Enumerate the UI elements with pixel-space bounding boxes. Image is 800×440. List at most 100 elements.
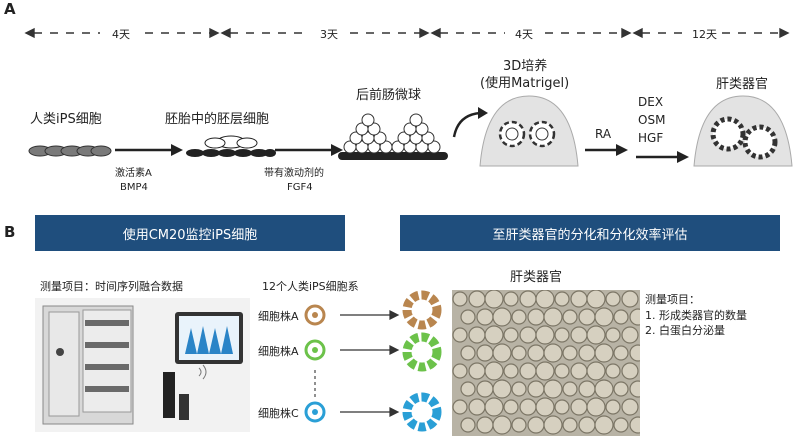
micrograph-cell (468, 290, 486, 308)
embryoid-cell-layer (186, 135, 276, 157)
right-banner: 至肝类器官的分化和分化效率评估 (400, 215, 780, 251)
micrograph-cell (594, 415, 614, 435)
micrograph-cell (484, 397, 504, 417)
micrograph-cell (562, 381, 578, 397)
micrograph-cell (535, 325, 555, 345)
micrograph-cell (452, 291, 468, 307)
micrograph-cell (578, 380, 596, 398)
micrograph-cell (629, 308, 640, 326)
micrograph-cell (562, 417, 578, 433)
timeline-label-2: 3天 (320, 28, 338, 41)
micrograph-cell (519, 290, 537, 308)
micrograph-cell (621, 398, 639, 416)
arrow-4 (636, 151, 689, 163)
arrow-1 (115, 144, 183, 156)
micrograph-cell (503, 327, 519, 343)
micrograph-cell (519, 398, 537, 416)
micrograph-cell (492, 379, 512, 399)
micrograph-cell (586, 361, 606, 381)
micrograph-cell (484, 325, 504, 345)
micrograph-cell (554, 363, 570, 379)
micrograph-cell (605, 291, 621, 307)
cell-line-1-icon (304, 304, 326, 326)
cell-line-2-label: 细胞株A (258, 345, 299, 358)
micrograph-cell (543, 307, 563, 327)
factor-2: OSM (638, 113, 666, 127)
timeline-label-1: 4天 (112, 28, 130, 41)
micrograph-cell (570, 362, 588, 380)
micrograph-cell (586, 290, 606, 309)
arrow-1-line2: BMP4 (120, 182, 148, 193)
micrograph-cell (543, 415, 563, 435)
micrograph-cell (578, 416, 596, 434)
micrograph-cell (476, 416, 494, 434)
micrograph-cell (460, 417, 476, 433)
stage-organoid-label: 肝类器官 (716, 77, 769, 92)
micrograph-cell (519, 362, 537, 380)
micrograph-cell (578, 344, 596, 362)
cell-line-3-icon (304, 401, 326, 423)
micrograph-cell (468, 398, 486, 416)
micrograph-cell (629, 344, 640, 362)
micrograph-cell (629, 380, 640, 398)
cell-lines-title: 12个人类iPS细胞系 (262, 280, 359, 293)
micrograph-cell (468, 326, 486, 344)
timeline-arrowhead-left (24, 27, 35, 39)
organoid-dome (693, 95, 793, 167)
colored-organoids (402, 290, 442, 432)
factor-1: DEX (638, 95, 664, 109)
micrograph-cell (503, 291, 519, 307)
stage-ips-label: 人类iPS细胞 (30, 112, 102, 127)
micrograph-cell (535, 361, 555, 381)
micrograph-cell (476, 308, 494, 326)
micrograph-cell (511, 417, 527, 433)
3d-culture-dome (479, 95, 579, 167)
micrograph-cell (484, 361, 504, 381)
measure-right-title: 测量项目： (645, 293, 700, 306)
micrograph-cell (562, 345, 578, 361)
micrograph-cell (519, 326, 537, 344)
stage-matrigel-label: (使用Matrigel) (480, 76, 570, 91)
curved-arrow (452, 107, 488, 138)
measure-left: 测量项目：时间序列融合数据 (40, 280, 183, 293)
micrograph-cell (452, 327, 468, 343)
arrow-2-line2: FGF4 (287, 182, 313, 193)
timeline-label-3: 4天 (515, 28, 533, 41)
micrograph-cell (527, 308, 545, 326)
micrograph-cell (570, 398, 588, 416)
micrograph-cell (460, 381, 476, 397)
arrow-ra-label: RA (595, 127, 612, 141)
factor-3: HGF (638, 131, 664, 145)
micrograph-cell (594, 343, 614, 363)
micrograph-cell (511, 381, 527, 397)
measure-right-item-1: 1. 形成类器官的数量 (645, 309, 747, 322)
micrograph-cell (468, 362, 486, 380)
micrograph-cell (554, 399, 570, 415)
organoid-title: 肝类器官 (510, 270, 563, 285)
cell-line-icons (304, 304, 400, 423)
measure-right-item-2: 2. 白蛋白分泌量 (645, 324, 725, 337)
micrograph-cell (503, 363, 519, 379)
arrow-1-line1: 激活素A (115, 168, 152, 179)
arrow-2-line1: 带有激动剂的 (264, 168, 324, 179)
micrograph-cell (605, 363, 621, 379)
timeline-label-4: 12天 (692, 28, 717, 41)
micrograph-cell (460, 309, 476, 325)
stage-embryoid-label: 胚胎中的胚层细胞 (165, 112, 270, 127)
micrograph-cell (476, 380, 494, 398)
cell-line-2-icon (304, 339, 326, 361)
micrograph-cell (594, 307, 614, 327)
cell-line-1-label: 细胞株A (258, 310, 299, 323)
micrograph-cell (613, 417, 629, 433)
micrograph-cell (543, 343, 563, 363)
micrograph-cell (562, 309, 578, 325)
micrograph-cell (613, 381, 629, 397)
micrograph-cell (621, 362, 639, 380)
arrow-ra (585, 144, 628, 156)
micrograph-cell (586, 325, 606, 345)
micrograph-cell (570, 326, 588, 344)
micrograph-cell (503, 399, 519, 415)
micrograph-cell (613, 345, 629, 361)
micrograph-cell (621, 326, 639, 344)
micrograph-cell (527, 380, 545, 398)
